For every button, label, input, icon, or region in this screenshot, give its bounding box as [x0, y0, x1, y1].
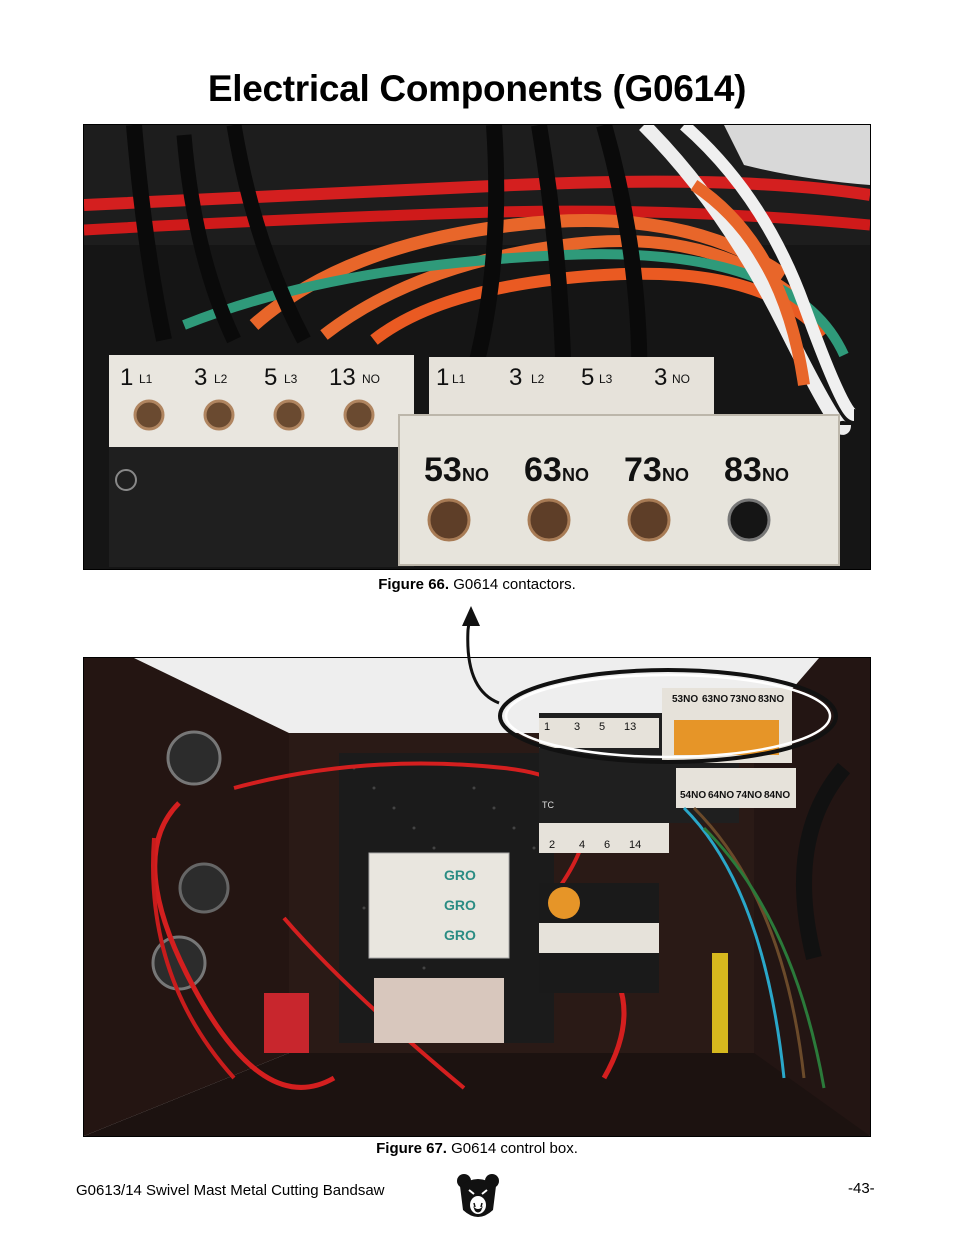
- left-terminal-sub-3: L3: [284, 372, 298, 386]
- aux-bottom-54: 54NO: [680, 790, 706, 801]
- left-terminal-sub-4: NO: [362, 372, 380, 386]
- mid-terminal-num-2: 3: [509, 364, 522, 391]
- left-terminal-sub-1: L1: [139, 372, 153, 386]
- aux-top-83: 83NO: [758, 694, 784, 705]
- mid-terminal-num-3: 5: [581, 364, 594, 391]
- figure-67-label: Figure 67.: [376, 1140, 447, 1157]
- callout-arrowhead-icon: [462, 606, 480, 626]
- left-terminal-num-2: 3: [194, 364, 207, 391]
- aux-top-63: 63NO: [702, 694, 728, 705]
- page-number: -43-: [848, 1180, 875, 1197]
- figure-66-caption: Figure 66. G0614 contactors.: [0, 576, 954, 593]
- small-terminal-4: 4: [579, 839, 585, 851]
- left-terminal-num-1: 1: [120, 364, 133, 391]
- aux-sub-53: NO: [462, 465, 489, 485]
- aux-sub-73: NO: [662, 465, 689, 485]
- small-terminal-13: 13: [624, 721, 636, 733]
- small-terminal-5: 5: [599, 721, 605, 733]
- small-terminal-1: 1: [544, 721, 550, 733]
- control-box-illustration: GRO GRO GRO 1 3 5 13 53NO 63NO 73NO 83NO…: [84, 658, 870, 1136]
- contactors-illustration: 1 L1 3 L2 5 L3 13 NO 1 L1 3 L2 5 L3 3 NO: [84, 125, 870, 569]
- mid-terminal-sub-4: NO: [672, 372, 690, 386]
- aux-label-73: 73: [624, 451, 662, 489]
- aux-top-53: 53NO: [672, 694, 698, 705]
- figure-67-caption: Figure 67. G0614 control box.: [0, 1140, 954, 1157]
- figure-66-label: Figure 66.: [378, 576, 450, 593]
- aux-sub-83: NO: [762, 465, 789, 485]
- fuse-brand-1: GRO: [444, 867, 476, 883]
- grizzly-bear-logo-icon: [457, 1174, 499, 1217]
- aux-bottom-84: 84NO: [764, 790, 790, 801]
- mid-terminal-num-1: 1: [436, 364, 449, 391]
- control-box-photo: GRO GRO GRO 1 3 5 13 53NO 63NO 73NO 83NO…: [83, 657, 871, 1137]
- tc-label: TC: [542, 800, 554, 810]
- page-title: Electrical Components (G0614): [207, 68, 747, 109]
- mid-terminal-sub-3: L3: [599, 372, 613, 386]
- small-terminal-14: 14: [629, 839, 641, 851]
- aux-label-53: 53: [424, 451, 462, 489]
- aux-label-83: 83: [724, 451, 762, 489]
- aux-sub-63: NO: [562, 465, 589, 485]
- figure-66-text: G0614 contactors.: [449, 576, 576, 593]
- small-terminal-3: 3: [574, 721, 580, 733]
- fuse-brand-2: GRO: [444, 897, 476, 913]
- contactors-photo: 1 L1 3 L2 5 L3 13 NO 1 L1 3 L2 5 L3 3 NO: [83, 124, 871, 570]
- figure-67-text: G0614 control box.: [446, 1140, 578, 1157]
- aux-label-63: 63: [524, 451, 562, 489]
- aux-bottom-74: 74NO: [736, 790, 762, 801]
- fuse-brand-3: GRO: [444, 927, 476, 943]
- small-terminal-2: 2: [549, 839, 555, 851]
- aux-top-73: 73NO: [730, 694, 756, 705]
- aux-bottom-64: 64NO: [708, 790, 734, 801]
- mid-terminal-sub-1: L1: [452, 372, 466, 386]
- left-terminal-num-3: 5: [264, 364, 277, 391]
- footer-manual-title: G0613/14 Swivel Mast Metal Cutting Bands…: [76, 1182, 385, 1199]
- left-terminal-sub-2: L2: [214, 372, 228, 386]
- small-terminal-6: 6: [604, 839, 610, 851]
- mid-terminal-num-4: 3: [654, 364, 667, 391]
- left-terminal-num-4: 13: [329, 364, 356, 391]
- mid-terminal-sub-2: L2: [531, 372, 545, 386]
